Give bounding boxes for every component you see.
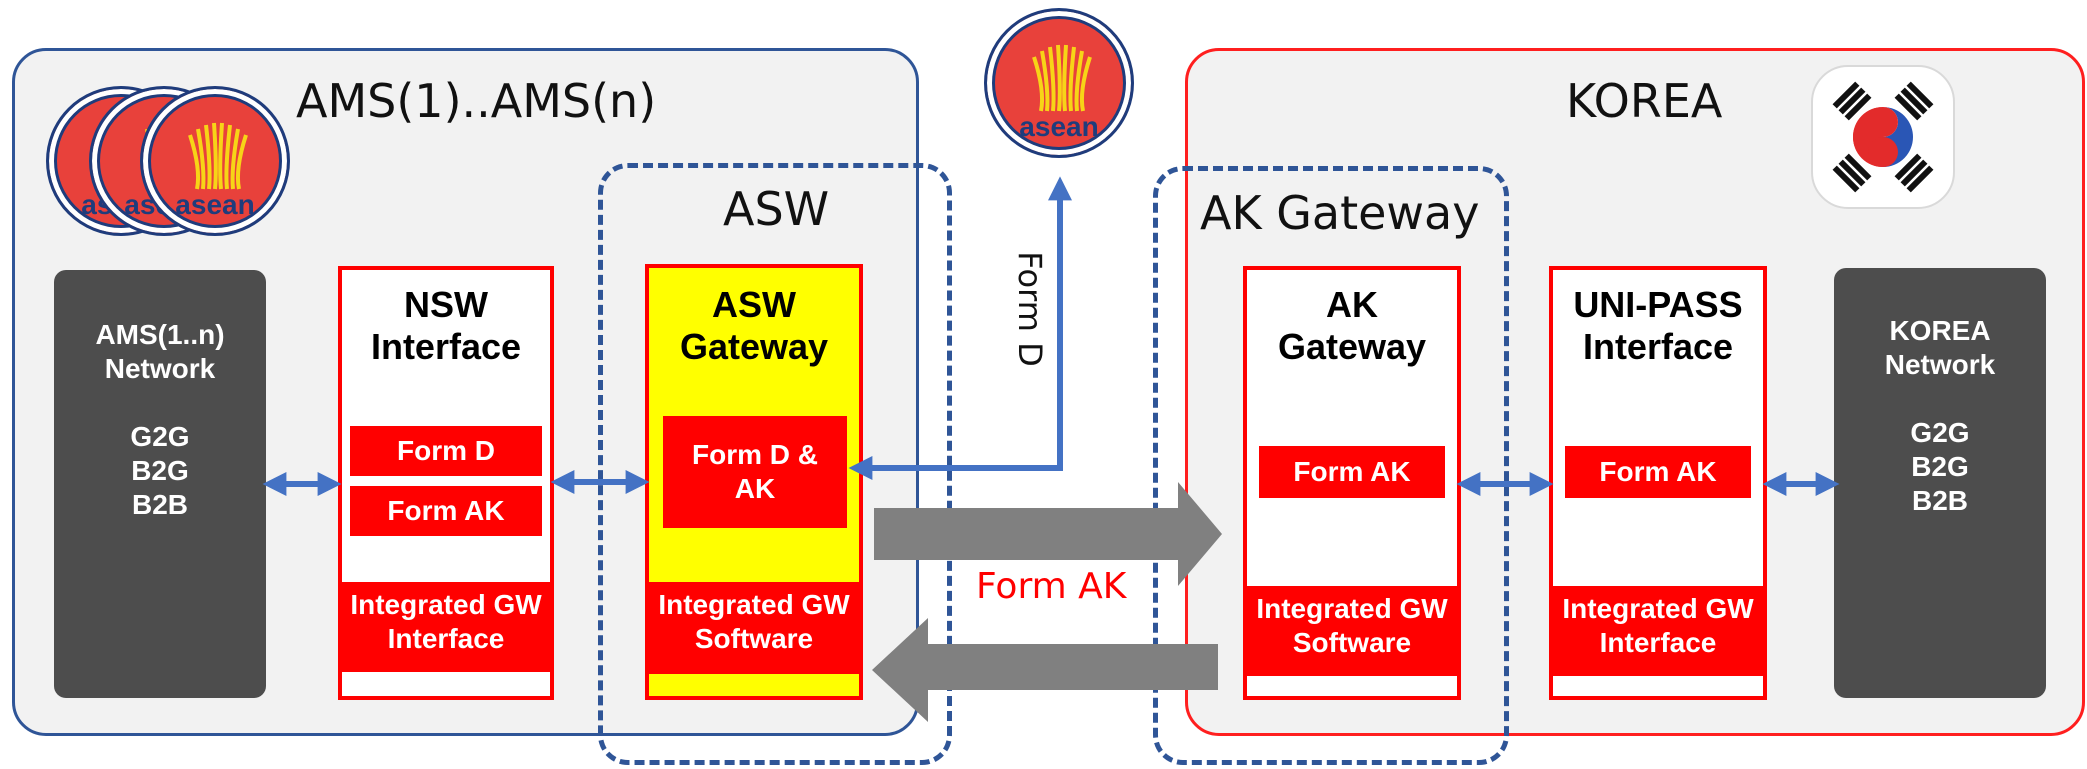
asw-form-line1: Form D &	[692, 439, 818, 470]
korea-flag-icon	[1811, 65, 1955, 209]
nsw-form-ak: Form AK	[350, 486, 542, 536]
nsw-footer-line1: Integrated GW	[350, 589, 542, 620]
asw-gateway-title-line2: Gateway	[679, 326, 829, 367]
asw-gateway-title-line1: ASW	[712, 284, 796, 325]
ak-gateway-group	[1153, 166, 1509, 765]
asw-footer-line1: Integrated GW	[658, 589, 850, 620]
korea-network-item: B2G	[1911, 451, 1969, 482]
unipass-footer-line1: Integrated GW	[1562, 593, 1754, 624]
korea-network-title-line1: KOREA	[1889, 315, 1991, 346]
ams-network-title-line2: Network	[104, 353, 216, 384]
asean-logo-icon: asean	[140, 86, 290, 236]
ak-gateway-title-line2: Gateway	[1277, 326, 1427, 367]
form-d-flow-label: Form D	[1011, 251, 1049, 367]
ams-network-item: B2G	[131, 455, 189, 486]
ak-footer-line2: Software	[1292, 627, 1412, 658]
form-ak-flow-label: Form AK	[976, 566, 1127, 607]
unipass-footer: Integrated GW Interface	[1553, 586, 1763, 676]
ak-gateway-title-line1: AK	[1326, 284, 1378, 325]
asw-to-ak-block-arrow	[874, 482, 1222, 586]
ams-network-item: G2G	[130, 421, 190, 452]
ak-gateway-form-ak: Form AK	[1259, 446, 1445, 498]
ak-gateway-box: AK Gateway Form AK Integrated GW Softwar…	[1243, 266, 1461, 700]
ams-region-title: AMS(1)..AMS(n)	[296, 74, 657, 128]
ak-gateway-group-title: AK Gateway	[1200, 186, 1480, 240]
ak-to-asw-block-arrow	[872, 618, 1218, 722]
unipass-title-line1: UNI-PASS	[1573, 284, 1743, 325]
nsw-footer-line2: Interface	[387, 623, 505, 654]
ak-footer-line1: Integrated GW	[1256, 593, 1448, 624]
asean-logo-text: asean	[175, 189, 255, 220]
nsw-interface-footer: Integrated GW Interface	[342, 582, 550, 672]
nsw-interface-title-line1: NSW	[404, 284, 488, 325]
korea-region-title: KOREA	[1566, 74, 1723, 128]
ams-network-item: B2B	[131, 489, 188, 520]
nsw-interface-title-line2: Interface	[370, 326, 522, 367]
asean-logo-icon: asean	[984, 8, 1134, 158]
asw-form-d-ak: Form D & AK	[663, 416, 847, 528]
korea-network-item: G2G	[1910, 417, 1970, 448]
unipass-interface-box: UNI-PASS Interface Form AK Integrated GW…	[1549, 266, 1767, 700]
nsw-form-d: Form D	[350, 426, 542, 476]
unipass-form-ak: Form AK	[1565, 446, 1751, 498]
asean-logo-text: asean	[1019, 111, 1099, 142]
asw-gateway-footer: Integrated GW Software	[649, 582, 859, 674]
ak-gateway-footer: Integrated GW Software	[1247, 586, 1457, 676]
ams-network-box: AMS(1..n) Network G2G B2G B2B	[54, 270, 266, 698]
asw-gateway-box: ASW Gateway Form D & AK Integrated GW So…	[645, 264, 863, 700]
asw-form-line2: AK	[734, 473, 776, 504]
unipass-footer-line2: Interface	[1599, 627, 1717, 658]
asw-footer-line2: Software	[694, 623, 814, 654]
korea-network-box: KOREA Network G2G B2G B2B	[1834, 268, 2046, 698]
unipass-title-line2: Interface	[1582, 326, 1734, 367]
ams-network-title-line1: AMS(1..n)	[95, 319, 225, 350]
nsw-interface-box: NSW Interface Form D Form AK Integrated …	[338, 266, 554, 700]
form-d-elbow-arrow	[848, 176, 1072, 480]
korea-network-title-line2: Network	[1884, 349, 1996, 380]
korea-network-item: B2B	[1911, 485, 1968, 516]
asw-group-title: ASW	[723, 182, 830, 236]
